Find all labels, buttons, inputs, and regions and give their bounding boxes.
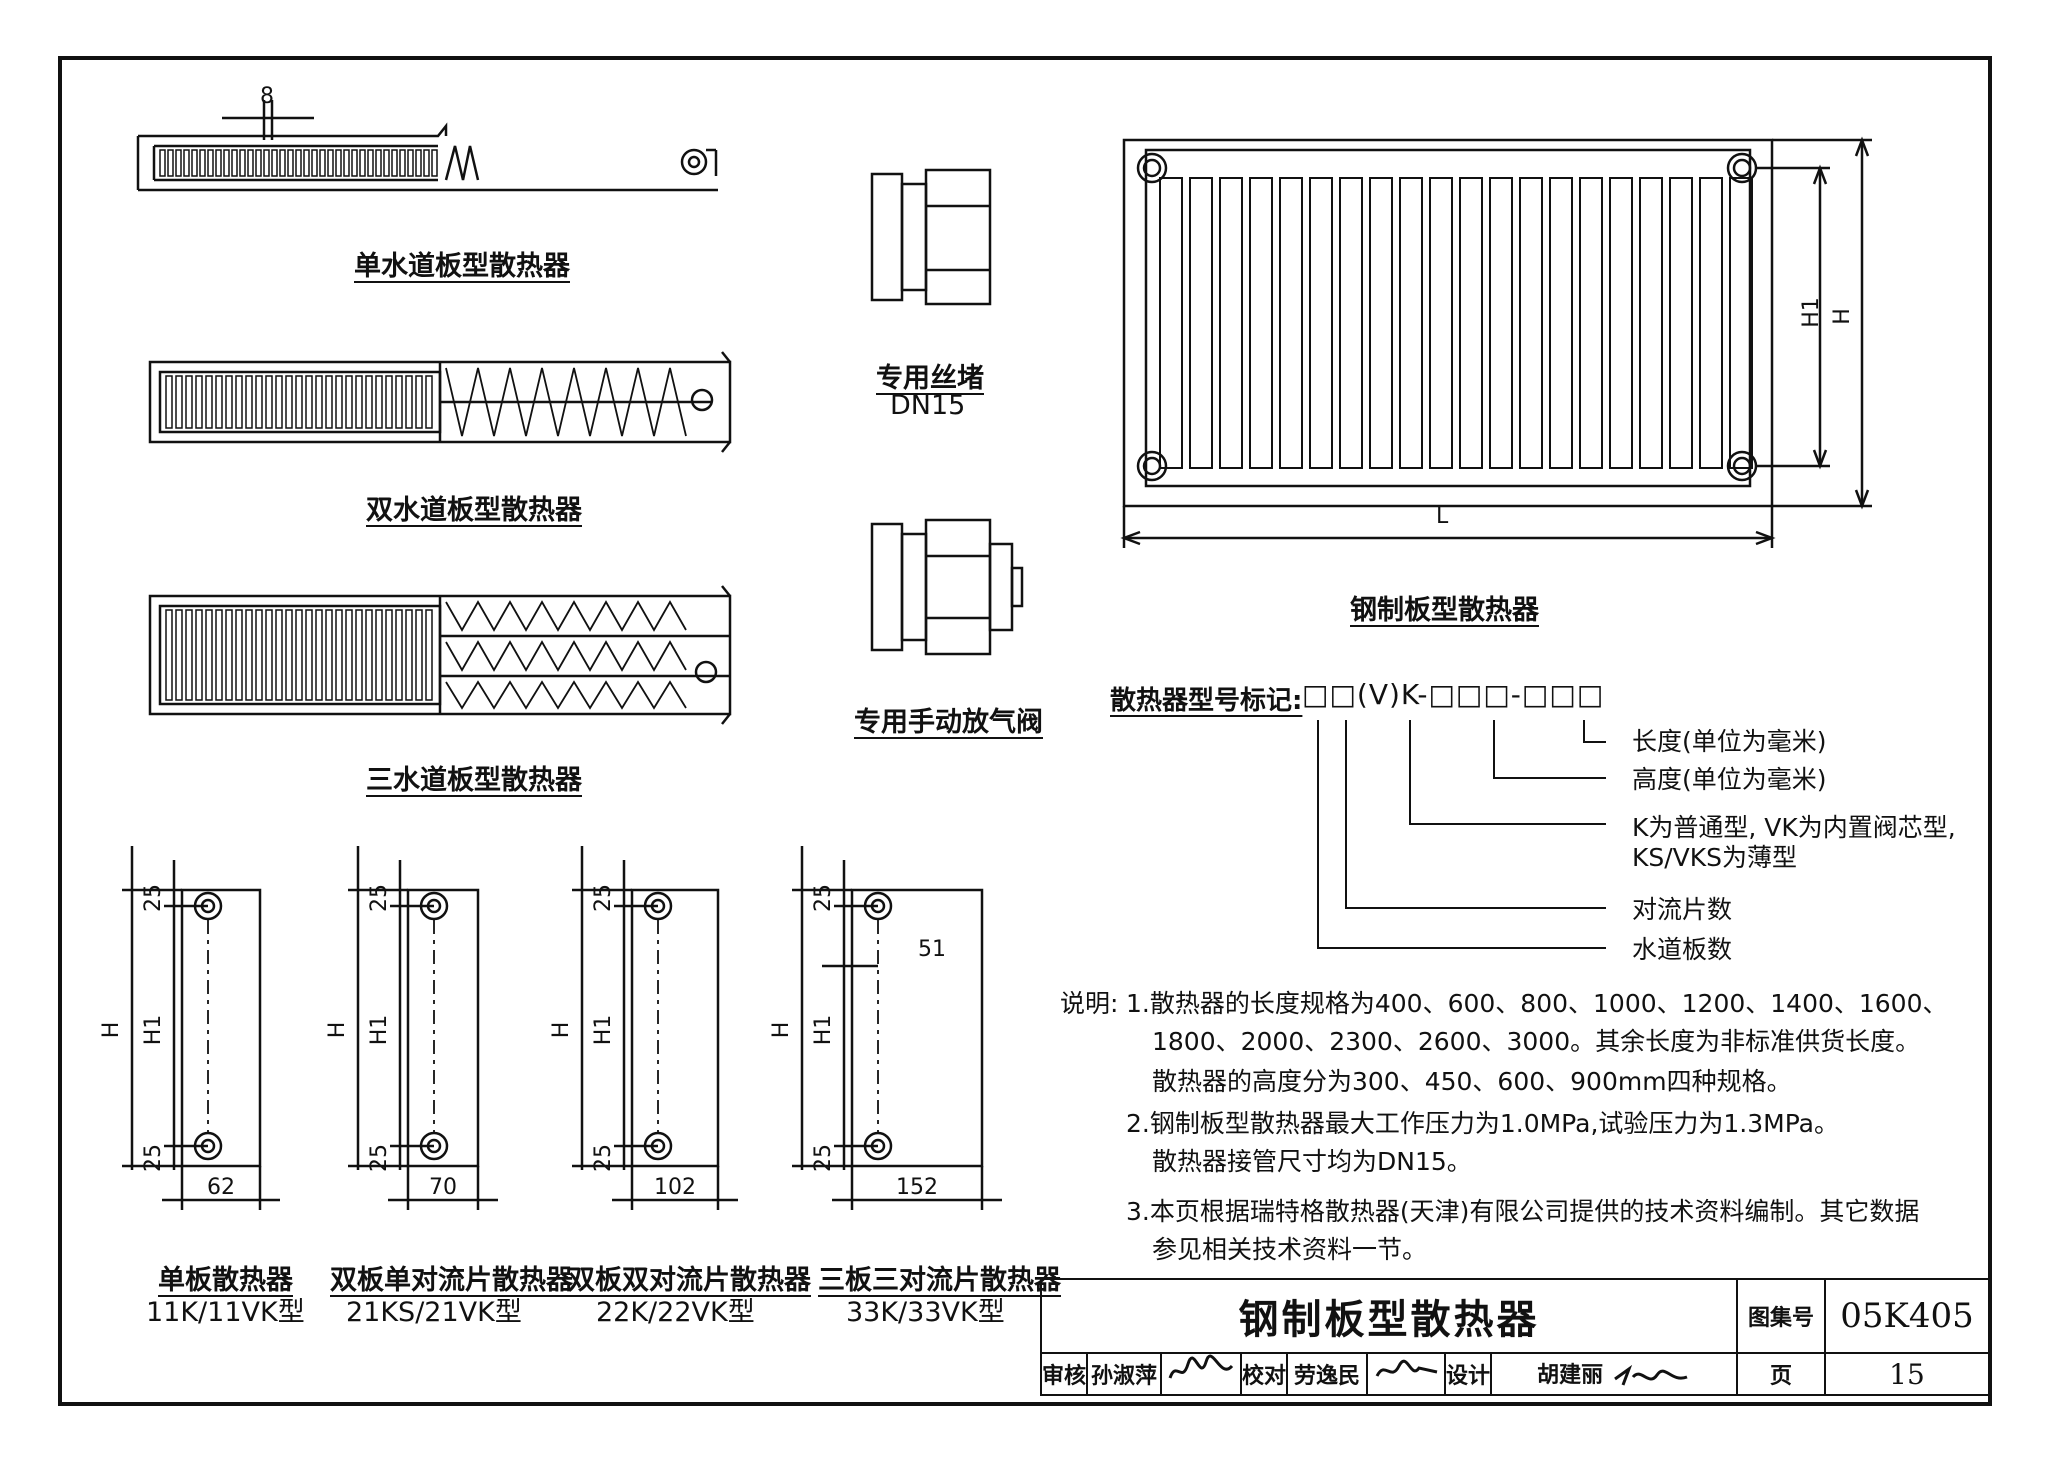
front-view-caption: 钢制板型散热器 bbox=[1350, 595, 1539, 626]
side-h-label: H bbox=[769, 1022, 794, 1039]
checker-signature bbox=[1366, 1352, 1446, 1396]
side-bottom-dim: 25 bbox=[141, 1144, 166, 1172]
side-views-drawing: H H1 25 25 62 H H1 25 25 70 H H1 25 25 102 H H1 25 25 152 51 bbox=[99, 846, 1002, 1210]
single-channel-drawing bbox=[136, 100, 718, 192]
double-channel-drawing bbox=[148, 351, 732, 453]
model-code-panels: 水道板数 bbox=[1632, 935, 1733, 964]
vent-valve-caption: 专用手动放气阀 bbox=[854, 707, 1043, 738]
triple-channel-drawing bbox=[148, 585, 732, 725]
model-code-thin: KS/VKS为薄型 bbox=[1632, 843, 1798, 872]
model-code-type: K为普通型, VK为内置阀芯型, bbox=[1632, 813, 1956, 842]
atlas-number: 05K405 bbox=[1824, 1278, 1990, 1354]
plug-drawing bbox=[870, 168, 992, 306]
double-channel-caption: 双水道板型散热器 bbox=[366, 495, 582, 526]
side-h1-label: H1 bbox=[811, 1015, 836, 1046]
notes-label: 说明: bbox=[1060, 989, 1119, 1018]
side-view-2: H H1 25 25 70 bbox=[325, 846, 498, 1210]
side-extra-dim: 51 bbox=[918, 937, 946, 962]
side-caption-4: 三板三对流片散热器 bbox=[818, 1265, 1061, 1296]
side-width-dim: 102 bbox=[654, 1175, 696, 1200]
front-view-drawing bbox=[1120, 136, 1872, 548]
side-width-dim: 152 bbox=[896, 1175, 938, 1200]
fin-pitch-dimension: 8 bbox=[260, 84, 274, 109]
atlas-number-label: 图集号 bbox=[1736, 1278, 1826, 1354]
model-code-fins: 对流片数 bbox=[1632, 895, 1733, 924]
note-line-5: 散热器接管尺寸均为DN15。 bbox=[1152, 1147, 1472, 1176]
side-caption-1: 单板散热器 bbox=[158, 1265, 293, 1296]
panel-fins bbox=[165, 375, 433, 429]
front-l-label: L bbox=[1436, 504, 1449, 529]
side-bottom-dim: 25 bbox=[811, 1144, 836, 1172]
page-label: 页 bbox=[1736, 1352, 1826, 1396]
page-number: 15 bbox=[1824, 1352, 1990, 1396]
side-width-dim: 70 bbox=[429, 1175, 457, 1200]
side-top-dim: 25 bbox=[141, 884, 166, 912]
note-line-1: 1.散热器的长度规格为400、600、800、1000、1200、1400、16… bbox=[1126, 989, 1948, 1018]
model-code-height: 高度(单位为毫米) bbox=[1632, 765, 1827, 794]
side-model-3: 22K/22VK型 bbox=[596, 1297, 755, 1328]
designer-cell: 胡建丽 bbox=[1490, 1352, 1738, 1396]
side-view-3: H H1 25 25 102 bbox=[549, 846, 738, 1210]
side-h-label: H bbox=[549, 1022, 574, 1039]
side-h1-label: H1 bbox=[591, 1015, 616, 1046]
review-label: 审核 bbox=[1040, 1352, 1088, 1396]
check-label: 校对 bbox=[1240, 1352, 1288, 1396]
sheet-border bbox=[58, 56, 1992, 1406]
note-line-4: 2.钢制板型散热器最大工作压力为1.0MPa,试验压力为1.3MPa。 bbox=[1126, 1109, 1840, 1138]
side-model-4: 33K/33VK型 bbox=[846, 1297, 1005, 1328]
side-top-dim: 25 bbox=[811, 884, 836, 912]
side-view-4: H H1 25 25 152 51 bbox=[769, 846, 1002, 1210]
side-width-dim: 62 bbox=[207, 1175, 235, 1200]
note-line-2: 1800、2000、2300、2600、3000。其余长度为非标准供货长度。 bbox=[1152, 1027, 1921, 1056]
side-h1-label: H1 bbox=[141, 1015, 166, 1046]
side-top-dim: 25 bbox=[367, 884, 392, 912]
side-h-label: H bbox=[325, 1022, 350, 1039]
side-h-label: H bbox=[99, 1022, 124, 1039]
panel-fins bbox=[165, 609, 433, 701]
side-h1-label: H1 bbox=[367, 1015, 392, 1046]
model-code-leaders bbox=[1317, 720, 1606, 949]
side-caption-2: 双板单对流片散热器 bbox=[330, 1265, 573, 1296]
plug-size: DN15 bbox=[890, 390, 966, 421]
design-label: 设计 bbox=[1444, 1352, 1492, 1396]
triple-channel-caption: 三水道板型散热器 bbox=[366, 765, 582, 796]
side-model-2: 21KS/21VK型 bbox=[346, 1297, 522, 1328]
vent-valve-drawing bbox=[870, 518, 1024, 656]
front-h-label: H bbox=[1829, 308, 1855, 325]
note-line-7: 参见相关技术资料一节。 bbox=[1152, 1235, 1428, 1264]
side-top-dim: 25 bbox=[591, 884, 616, 912]
side-bottom-dim: 25 bbox=[591, 1144, 616, 1172]
designer-name: 胡建丽 bbox=[1537, 1363, 1604, 1388]
note-line-6: 3.本页根据瑞特格散热器(天津)有限公司提供的技术资料编制。其它数据 bbox=[1126, 1197, 1920, 1226]
note-line-3: 散热器的高度分为300、450、600、900mm四种规格。 bbox=[1152, 1067, 1792, 1096]
front-h1-label: H1 bbox=[1798, 297, 1824, 328]
drawing-title: 钢制板型散热器 bbox=[1040, 1278, 1738, 1354]
model-code-label: 散热器型号标记: bbox=[1110, 686, 1303, 716]
model-code-length: 长度(单位为毫米) bbox=[1632, 727, 1827, 756]
plug-caption: 专用丝堵 bbox=[876, 363, 984, 394]
checker-name: 劳逸民 bbox=[1286, 1352, 1368, 1396]
model-code-pattern: □□(V)K-□□□-□□□ bbox=[1302, 678, 1605, 711]
side-bottom-dim: 25 bbox=[367, 1144, 392, 1172]
reviewer-signature bbox=[1160, 1352, 1242, 1396]
side-caption-3: 双板双对流片散热器 bbox=[568, 1265, 811, 1296]
reviewer-name: 孙淑萍 bbox=[1086, 1352, 1162, 1396]
single-channel-caption: 单水道板型散热器 bbox=[354, 251, 570, 282]
side-model-1: 11K/11VK型 bbox=[146, 1297, 305, 1328]
title-block: 钢制板型散热器 图集号 05K405 审核 孙淑萍 校对 劳逸民 设计 胡建丽 … bbox=[1040, 1278, 1990, 1396]
side-view-1: H H1 25 25 62 bbox=[99, 846, 280, 1210]
